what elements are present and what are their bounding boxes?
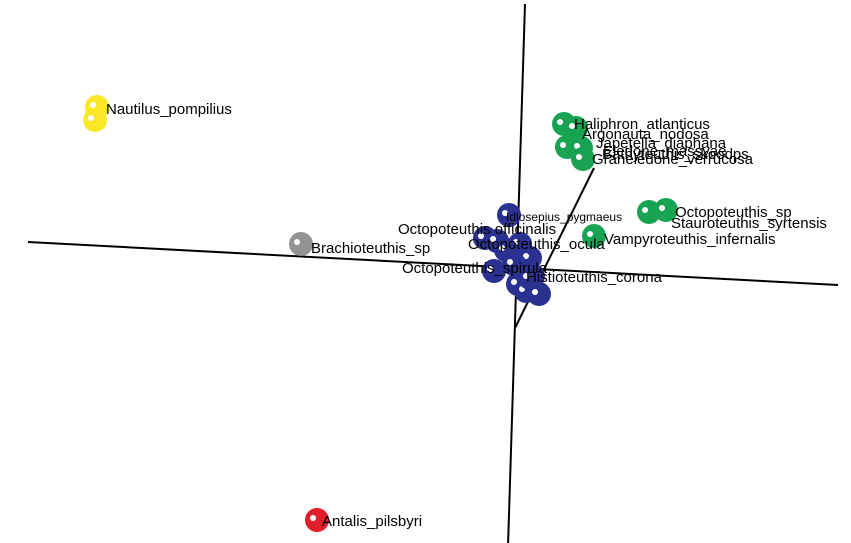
point-center-dot [511,279,517,285]
point-center-dot [523,253,529,259]
point-label: Argonauta_nodosa [582,126,709,143]
point-label: Graneledone_verrucosa [592,151,754,168]
point-marker [482,259,506,283]
point-center-dot [490,236,496,242]
point-label: Bathyteuthis_skoodps [602,146,749,163]
data-point [502,252,526,276]
point-center-dot [487,266,493,272]
point-label: Haliphron_atlanticus [574,116,710,133]
point-label: Eledone_massyae [603,143,726,160]
point-labels: Nautilus_pompiliusBrachioteuthis_spAntal… [106,101,827,530]
point-label: Octopoteuthis officinalis [398,221,556,238]
point-center-dot [499,245,505,251]
data-point [482,259,506,283]
point-marker [582,224,606,248]
point-label: Histioteuthis_corona [526,269,663,286]
point-marker [654,198,678,222]
data-point [571,147,595,171]
point-marker [571,147,595,171]
point-marker [564,116,588,140]
point-center-dot [659,205,665,211]
point-marker [83,108,107,132]
point-marker [518,266,542,290]
point-label: Japetella_diaphana [596,135,727,152]
point-label: Antalis_pilsbyri [322,513,422,530]
point-label: Stauroteuthis_syrtensis [671,215,827,232]
point-center-dot [507,259,513,265]
point-center-dot [532,289,538,295]
point-center-dot [90,102,96,108]
point-center-dot [560,142,566,148]
point-center-dot [294,239,300,245]
point-marker [305,508,329,532]
point-center-dot [642,207,648,213]
point-marker [289,232,313,256]
point-center-dot [502,210,508,216]
data-points [83,95,678,532]
data-point [582,224,606,248]
point-center-dot [88,115,94,121]
data-point [654,198,678,222]
data-point [564,116,588,140]
point-label: Octopoteuthis_ocula [468,236,605,253]
point-center-dot [574,143,580,149]
point-label: Brachioteuthis_sp [311,240,430,257]
point-marker [497,203,521,227]
point-center-dot [478,233,484,239]
point-label: Vampyroteuthis_infernalis [604,231,775,248]
point-label: Nautilus_pompilius [106,101,232,118]
point-center-dot [523,273,529,279]
point-center-dot [569,123,575,129]
point-marker [502,252,526,276]
data-point [305,508,329,532]
point-label: Octopoteuthis_sp [675,204,792,221]
point-center-dot [310,515,316,521]
data-point [497,203,521,227]
point-center-dot [576,154,582,160]
data-point [518,266,542,290]
data-point [289,232,313,256]
point-center-dot [557,119,563,125]
horizontal-axis [27,241,839,286]
point-center-dot [587,231,593,237]
point-label: Idiosepius_pygmaeus [506,210,622,224]
data-point [83,108,107,132]
point-label: Octopoteuthis_spirula [402,260,548,277]
